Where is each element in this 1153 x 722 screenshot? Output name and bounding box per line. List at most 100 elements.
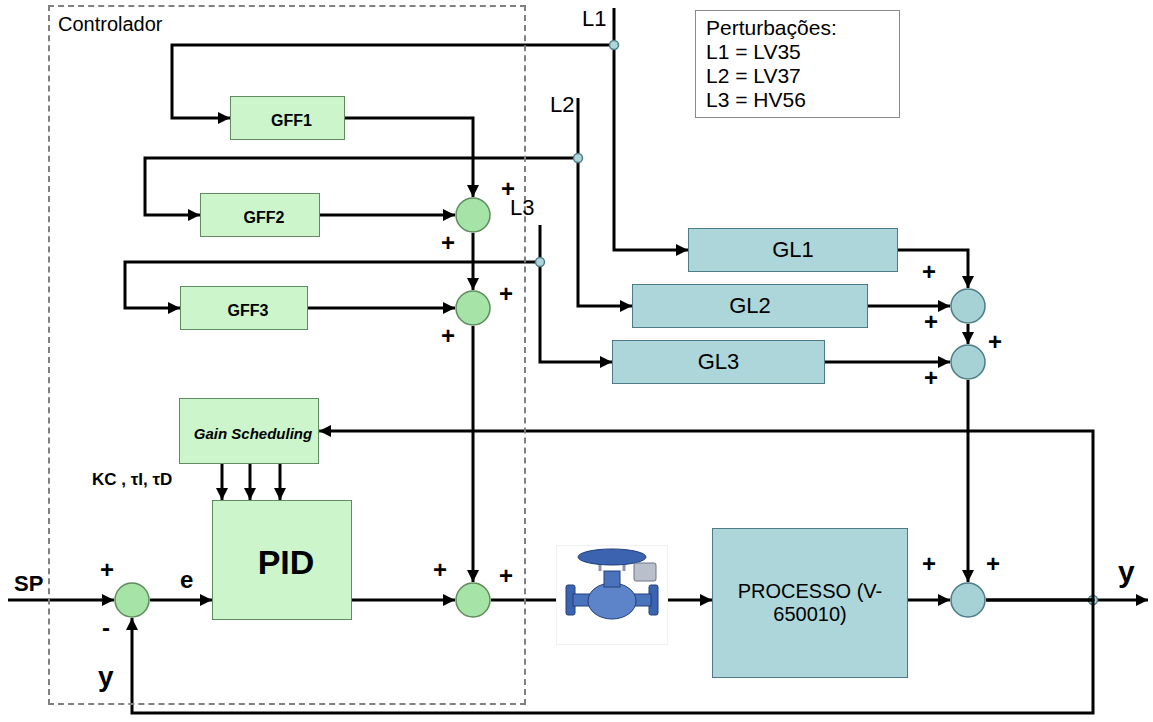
signal-connector [249, 464, 252, 500]
junction-circle [456, 583, 490, 617]
junction-outline [950, 344, 986, 380]
signal-wires [8, 8, 1148, 600]
label-holder: SP [14, 571, 43, 597]
disturbance-wire [540, 225, 612, 362]
signal-name: y [98, 660, 114, 694]
junction-outline [950, 582, 986, 618]
disturbance-label: L2 [550, 92, 574, 118]
summing-junction: ++ [950, 582, 986, 618]
pid-block: PID [212, 500, 352, 620]
disturbance-legend: Perturbações:L1 = LV35L2 = LV37L3 = HV56 [695, 10, 900, 119]
junction-outline [950, 288, 986, 324]
junction-circle [456, 198, 490, 232]
disturbance-block: GL1 [688, 228, 898, 272]
feedforward-block: GFF2 [200, 193, 320, 237]
legend-line: L3 = HV56 [706, 88, 806, 112]
output-wire [1093, 599, 1148, 602]
legend-line: Perturbações: [706, 16, 837, 40]
setpoint-label: SP [14, 571, 43, 597]
disturbance-wire [578, 98, 632, 306]
signal-connector [320, 214, 455, 217]
branch-dot [574, 154, 583, 163]
branch-dots [536, 41, 1098, 605]
feedforward-block: GFF3 [180, 286, 308, 330]
summing-junction: ++ [950, 288, 986, 324]
signal-connector [825, 361, 950, 364]
sign-label: + [922, 260, 936, 284]
label-holder: KC , τI, τD [92, 470, 172, 490]
signal-connector [908, 599, 950, 602]
signal-connector [150, 599, 212, 602]
block-label: GFF3 [228, 302, 269, 320]
signal-name: e [180, 566, 193, 595]
junction-outline [455, 197, 491, 233]
setpoint-wire [8, 599, 114, 602]
summing-junction: ++ [455, 290, 491, 326]
signal-connector [868, 305, 950, 308]
junction-circle [456, 291, 490, 325]
control-valve-illustration [556, 545, 668, 645]
valve-positioner [634, 563, 656, 581]
block-label: GFF1 [271, 112, 312, 130]
signal-connector [319, 431, 1093, 600]
block-label: GL2 [729, 293, 771, 318]
block-label: GL1 [772, 237, 814, 262]
junction-outline [455, 582, 491, 618]
output-label: y [1118, 554, 1135, 590]
block-label: PID [258, 543, 315, 582]
signal-connector [898, 250, 968, 288]
legend-line: L1 = LV35 [706, 40, 801, 64]
signal-connector [967, 380, 970, 582]
sign-label: + [441, 231, 455, 255]
summing-junction: ++ [455, 197, 491, 233]
disturbance-label: L3 [510, 195, 534, 221]
disturbance-block: GL3 [612, 340, 825, 384]
feedforward-block: GFF1 [230, 96, 345, 140]
junction-circle [951, 345, 985, 379]
junction-circle [951, 583, 985, 617]
junction-outline [114, 582, 150, 618]
sign-label: + [433, 558, 447, 582]
valve-bonnet [604, 571, 620, 587]
legend-line: L2 = LV37 [706, 64, 801, 88]
sign-label: - [102, 616, 110, 640]
edge-label-holder: y [98, 660, 114, 694]
valve-body [588, 583, 636, 619]
summing-junction: ++ [455, 582, 491, 618]
sign-label: + [441, 324, 455, 348]
sign-label: + [924, 310, 938, 334]
region-title: Controlador [58, 13, 163, 36]
sign-label: + [922, 552, 936, 576]
sign-label: + [988, 330, 1002, 354]
sign-label: + [100, 558, 114, 582]
process-block: PROCESSO (V-650010) [712, 528, 908, 678]
junction-circle [115, 583, 149, 617]
block-label: Gain Scheduling [194, 425, 312, 442]
block-label: GFF2 [244, 209, 285, 227]
signal-connector [472, 233, 475, 290]
disturbance-label: L1 [582, 6, 606, 32]
edge-label-holder: e [180, 566, 193, 595]
disturbance-wire [614, 8, 688, 250]
summing-junction: ++ [950, 344, 986, 380]
label-holder: L3 [510, 195, 534, 221]
sign-label: + [499, 564, 513, 588]
branch-dot [536, 258, 545, 267]
label-holder: L2 [550, 92, 574, 118]
disturbance-block: GL2 [632, 284, 868, 328]
sign-label: + [986, 552, 1000, 576]
controller-boundary: ControladorGFF1GFF2GFF3++++Gain Scheduli… [48, 5, 526, 705]
junction-outline [455, 290, 491, 326]
block-label: GL3 [698, 349, 740, 374]
block-label: PROCESSO (V-650010) [735, 580, 885, 626]
branch-dot [610, 41, 619, 50]
signal-connector [967, 324, 970, 344]
junction-circle [951, 289, 985, 323]
sign-label: + [924, 366, 938, 390]
error-junction: +- [114, 582, 150, 618]
gain-scheduling-block: Gain Scheduling [179, 398, 319, 464]
label-holder: L1 [582, 6, 606, 32]
signal-connector [279, 464, 282, 500]
